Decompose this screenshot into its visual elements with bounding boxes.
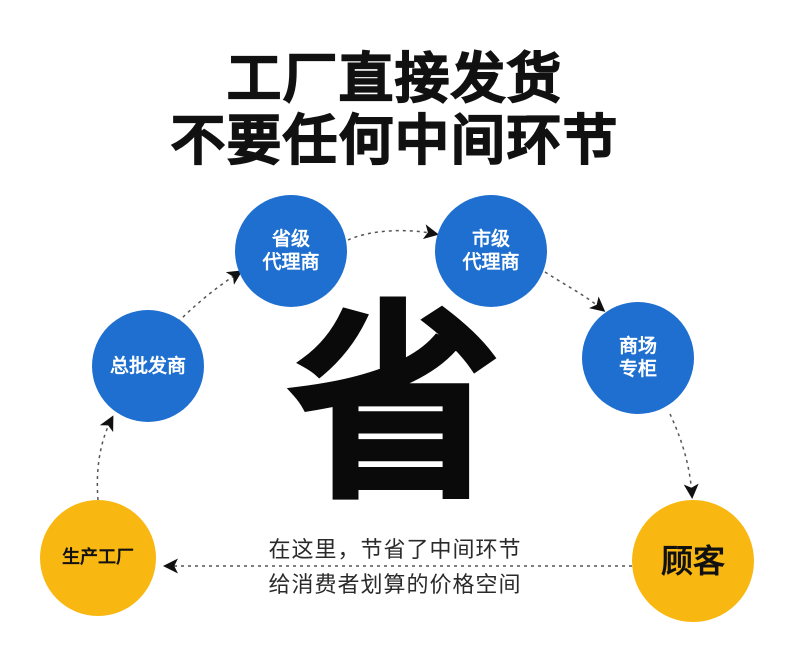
arrow-provincial-to-city: [347, 224, 439, 241]
node-factory-label: 生产工厂: [62, 547, 134, 569]
node-provincial-label-2: 代理商: [262, 251, 320, 273]
arrow-factory-to-wholesale: [96, 415, 114, 501]
caption-line-1: 在这里，节省了中间环节: [268, 538, 522, 563]
headline-line-2: 不要任何中间环节: [170, 109, 619, 172]
node-city-agent: 市级 代理商: [435, 195, 547, 307]
save-character: 省: [288, 281, 502, 528]
arrow-mall-to-customer: [669, 413, 699, 499]
caption-line-2: 给消费者划算的价格空间: [268, 573, 522, 598]
node-wholesale-label: 总批发商: [109, 354, 186, 377]
node-mall-counter: 商场 专柜: [582, 302, 694, 414]
node-city-label-1: 市级: [471, 228, 510, 251]
node-customer-label: 顾客: [660, 541, 725, 580]
node-factory: 生产工厂: [40, 500, 156, 616]
node-city-label-2: 代理商: [462, 251, 520, 273]
node-wholesale: 总批发商: [92, 310, 204, 422]
headline-line-1: 工厂直接发货: [226, 47, 563, 110]
arrow-wholesale-to-provincial: [177, 270, 243, 323]
node-mall-label-2: 专柜: [618, 358, 657, 380]
node-provincial-agent: 省级 代理商: [235, 195, 347, 307]
node-mall-label-1: 商场: [618, 335, 657, 358]
node-customer: 顾客: [632, 500, 754, 622]
node-provincial-label-1: 省级: [271, 228, 310, 251]
